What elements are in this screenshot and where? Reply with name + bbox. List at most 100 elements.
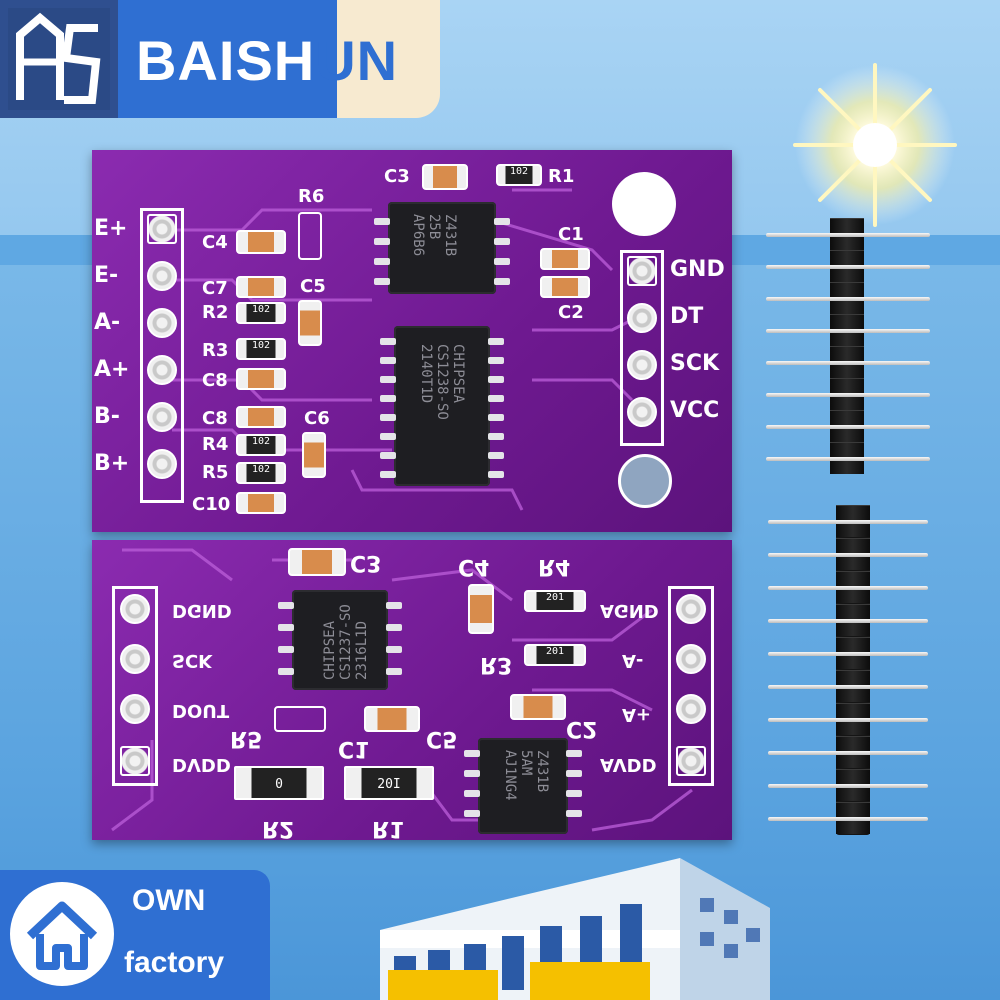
header-pin (766, 265, 930, 269)
label-c2: C2 (558, 302, 584, 323)
chip-leg (380, 433, 396, 440)
pin-label-a-plus: A+ (94, 357, 130, 382)
label-c8-second: C8 (202, 408, 228, 429)
label-r4: R4 (538, 554, 571, 579)
capacitor-c5 (364, 706, 420, 732)
pin-pad (676, 694, 706, 724)
resistor-r2: 102 (236, 302, 286, 324)
label-c5: C5 (426, 726, 458, 751)
pin-label-dt: DT (670, 304, 704, 329)
label-c3: C3 (350, 550, 382, 575)
resistor-r1: 20I (344, 766, 434, 800)
header-pin (768, 718, 928, 722)
resistor-r6 (298, 212, 322, 260)
label-c10: C10 (192, 494, 231, 515)
pin-pad (147, 261, 177, 291)
pin-pad (627, 350, 657, 380)
pin-header-short (830, 218, 864, 474)
label-c1: C1 (338, 736, 370, 761)
pin-pad (120, 594, 150, 624)
capacitor-c10 (236, 492, 286, 514)
label-r5: R5 (202, 462, 229, 483)
chip-leg (380, 395, 396, 402)
label-r3: R3 (480, 652, 513, 677)
chip-leg (494, 258, 510, 265)
chip-leg (380, 376, 396, 383)
chip-leg (278, 624, 294, 631)
pin-label-vcc: VCC (670, 398, 720, 423)
pin-label-dvdd: DVDD (172, 754, 231, 775)
pin-label-a-minus: A- (622, 650, 644, 671)
mounting-hole (618, 454, 672, 508)
header-pin (768, 619, 928, 623)
adc-chip: CHIPSEA CS1237-SO 2316L1D (292, 590, 388, 690)
pin-pad (147, 449, 177, 479)
label-c8-first: C8 (202, 370, 228, 391)
capacitor-c4 (468, 584, 494, 634)
resistor-r1: 102 (496, 164, 542, 186)
pin-pad (120, 694, 150, 724)
label-c3: C3 (384, 166, 410, 187)
header-pin (766, 329, 930, 333)
chip-leg (464, 810, 480, 817)
pin-pad (627, 397, 657, 427)
label-r1: R1 (548, 166, 575, 187)
chip-leg (488, 376, 504, 383)
capacitor-c7 (236, 276, 286, 298)
voltage-reference-chip: Z431B 25B AP6B6 (388, 202, 496, 294)
chip-leg (566, 790, 582, 797)
capacitor-c2 (540, 276, 590, 298)
resistor-r5: 102 (236, 462, 286, 484)
chip-leg (494, 218, 510, 225)
chip-leg (374, 278, 390, 285)
header-pin (768, 586, 928, 590)
badge-line-1: OWN (132, 884, 206, 917)
capacitor-c9 (236, 406, 286, 428)
chip-leg (488, 433, 504, 440)
label-r3: R3 (202, 340, 229, 361)
pin-label-e-minus: E- (94, 263, 119, 288)
chip-leg (566, 810, 582, 817)
chip-leg (380, 338, 396, 345)
header-pin (766, 457, 930, 461)
pin-pad (147, 355, 177, 385)
pin-label-b-minus: B- (94, 404, 120, 429)
pin-label-agnd: AGND (600, 600, 659, 621)
header-pin (768, 685, 928, 689)
pin-pad (627, 303, 657, 333)
header-pin (768, 553, 928, 557)
label-c2: C2 (566, 716, 598, 741)
capacitor-c1 (540, 248, 590, 270)
label-c7: C7 (202, 278, 228, 299)
mounting-hole (612, 172, 676, 236)
voltage-reference-chip: Z431B 5AM AJ1NG4 (478, 738, 568, 834)
chip-leg (278, 602, 294, 609)
capacitor-c6 (302, 432, 326, 478)
chip-leg (494, 278, 510, 285)
pin-pad (676, 746, 706, 776)
resistor-r4: 102 (236, 434, 286, 456)
capacitor-c8 (236, 368, 286, 390)
brand-banner (118, 0, 440, 118)
capacitor-c2 (510, 694, 566, 720)
chip-leg (380, 357, 396, 364)
load-cell-header (140, 208, 184, 503)
chip-leg (488, 338, 504, 345)
pin-label-b-plus: B+ (94, 451, 130, 476)
pin-pad (147, 308, 177, 338)
label-r1: R1 (372, 816, 405, 841)
chip-leg (464, 750, 480, 757)
header-pin (766, 233, 930, 237)
chip-leg (374, 238, 390, 245)
header-pin (766, 361, 930, 365)
label-c5: C5 (300, 276, 326, 297)
chip-leg (494, 238, 510, 245)
pin-pad (147, 214, 177, 244)
label-c6: C6 (304, 408, 330, 429)
chip-leg (380, 471, 396, 478)
pin-label-gnd: GND (670, 257, 725, 282)
output-header (620, 250, 664, 446)
chip-leg (374, 258, 390, 265)
header-pin (766, 393, 930, 397)
label-r6: R6 (298, 186, 325, 207)
